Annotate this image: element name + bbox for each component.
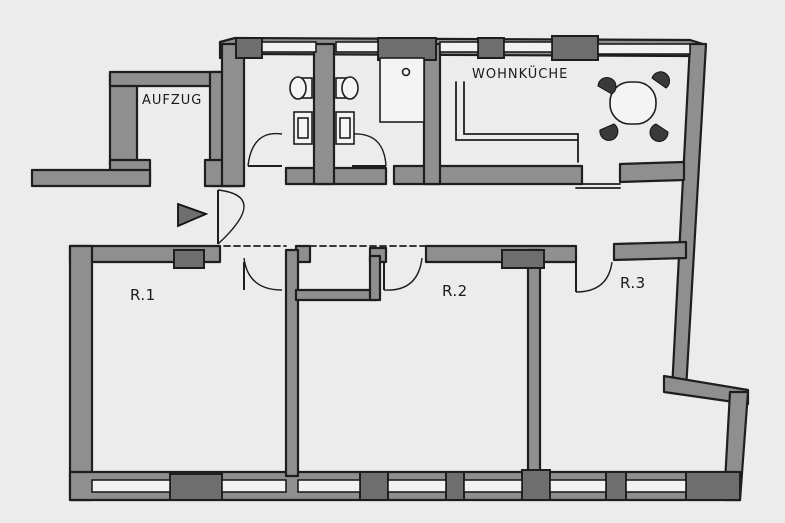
pier (169, 473, 223, 501)
bathtub-icon (379, 57, 425, 123)
drain-icon (401, 67, 411, 77)
closet-wall-right (368, 254, 382, 302)
sink-basin-icon (339, 117, 351, 139)
bath-door-arc (351, 133, 387, 167)
bath-wall-bottom (284, 166, 388, 186)
window-south (463, 479, 523, 493)
window-south (387, 479, 447, 493)
pier (685, 471, 741, 501)
toilet-bowl-icon (341, 76, 359, 100)
r2-door-arc (383, 257, 423, 291)
rooms-wall-north-5 (612, 240, 688, 262)
room-labels: AUFZUG WOHNKÜCHE R.1 R.2 R.3 (130, 65, 646, 304)
window-south (221, 479, 287, 493)
pier (173, 249, 205, 269)
pier (377, 37, 437, 61)
kitchen (455, 71, 670, 163)
r1-door-arc (243, 257, 283, 291)
pier (605, 471, 627, 501)
dining-table-icon (609, 81, 657, 125)
pier (477, 37, 505, 59)
divider-r2-r3 (526, 248, 542, 478)
r3-door-arc (575, 261, 613, 293)
window-south (297, 479, 361, 493)
pier (521, 469, 551, 501)
elevator-wall-top (108, 70, 222, 88)
toilet-bowl-icon (289, 76, 307, 100)
window-north (439, 41, 479, 53)
play-triangle-icon (177, 202, 209, 228)
rooms-wall-west (68, 244, 94, 502)
divider-r1-r2 (284, 248, 300, 478)
window-south (625, 479, 687, 493)
chair-icon (649, 123, 669, 142)
elevator-wall-left (108, 72, 139, 168)
sanitary-fixtures (289, 57, 425, 145)
pier (445, 471, 465, 501)
window-north (261, 41, 317, 53)
wc-door-arc (247, 132, 283, 167)
pier (359, 471, 389, 501)
entrance-door-arc (217, 189, 245, 245)
doors (217, 132, 613, 293)
window-south (549, 479, 607, 493)
window-north (503, 41, 553, 53)
chair-icon (597, 77, 617, 95)
kitchen-wall-bottom-right (618, 160, 686, 184)
piers (169, 35, 741, 501)
pier (501, 249, 545, 269)
kitchen-counter (455, 81, 579, 141)
label-kitchen: WOHNKÜCHE (472, 65, 568, 82)
chair-icon (651, 71, 670, 89)
corridor-wall-left (30, 168, 152, 188)
pier (235, 37, 263, 59)
label-elevator: AUFZUG (142, 93, 202, 108)
bath-kitchen-partition (422, 42, 442, 186)
chair-icon (599, 123, 619, 141)
window-north (335, 41, 379, 53)
windows (91, 41, 691, 493)
kitchen-wall-bottom (392, 164, 584, 186)
label-room-1: R.1 (130, 286, 156, 304)
east-wall (670, 42, 708, 392)
wc-wall-left (220, 42, 246, 188)
label-room-2: R.2 (442, 282, 468, 300)
label-room-3: R.3 (620, 274, 646, 292)
kitchen-counter-inner (463, 81, 579, 135)
sink-basin-icon (297, 117, 309, 139)
window-north (597, 43, 691, 55)
closet-wall-bottom (294, 288, 378, 302)
wc-partition (312, 42, 336, 186)
pier (551, 35, 599, 61)
window-south (91, 479, 171, 493)
